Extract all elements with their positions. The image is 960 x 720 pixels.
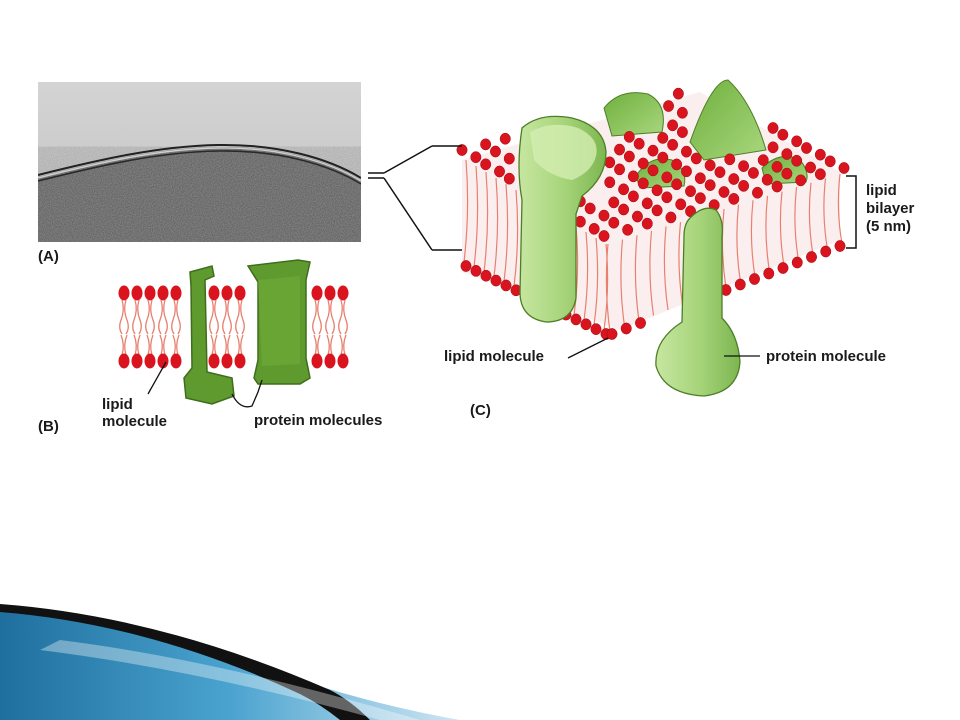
panel-c-bilayer-label: lipid bilayer (5 nm) — [866, 182, 915, 235]
lipid-head — [118, 285, 130, 301]
panel-a-label: (A) — [38, 248, 59, 265]
panel-b-protein-small — [183, 265, 235, 405]
micrograph-image — [38, 82, 361, 242]
lipid-head — [324, 353, 336, 369]
lipid-head — [170, 285, 182, 301]
panel-b-lipids — [118, 285, 349, 369]
lipid-head — [144, 353, 156, 369]
lipid-head — [234, 353, 246, 369]
panel-c-label: (C) — [470, 402, 491, 419]
lipid-head — [208, 285, 220, 301]
lipid-head — [157, 285, 169, 301]
lipid-head — [131, 285, 143, 301]
lipid-head — [311, 353, 323, 369]
lipid-head — [234, 285, 246, 301]
panel-b-protein-label: protein molecules — [254, 412, 383, 429]
lipid-head — [131, 353, 143, 369]
panel-b-label: (B) — [38, 418, 59, 435]
panel-c-protein-dome-2 — [689, 79, 767, 161]
lipid-head — [208, 353, 220, 369]
lipid-head — [324, 285, 336, 301]
lipid-head — [221, 353, 233, 369]
lipid-head — [221, 285, 233, 301]
lipid-head — [170, 353, 182, 369]
lipid-head — [311, 285, 323, 301]
lipid-head — [337, 285, 349, 301]
panel-c-lipid-label: lipid molecule — [444, 348, 545, 365]
lipid-head — [144, 285, 156, 301]
panel-b-lipid-label: lipid molecule — [102, 396, 168, 430]
panel-c-protein-dome-1 — [603, 92, 664, 137]
lipid-head — [337, 353, 349, 369]
panel-c-protein-label: protein molecule — [766, 348, 887, 365]
lipid-head — [118, 353, 130, 369]
lipid-head — [157, 353, 169, 369]
panel-c-protein-right — [655, 207, 741, 397]
